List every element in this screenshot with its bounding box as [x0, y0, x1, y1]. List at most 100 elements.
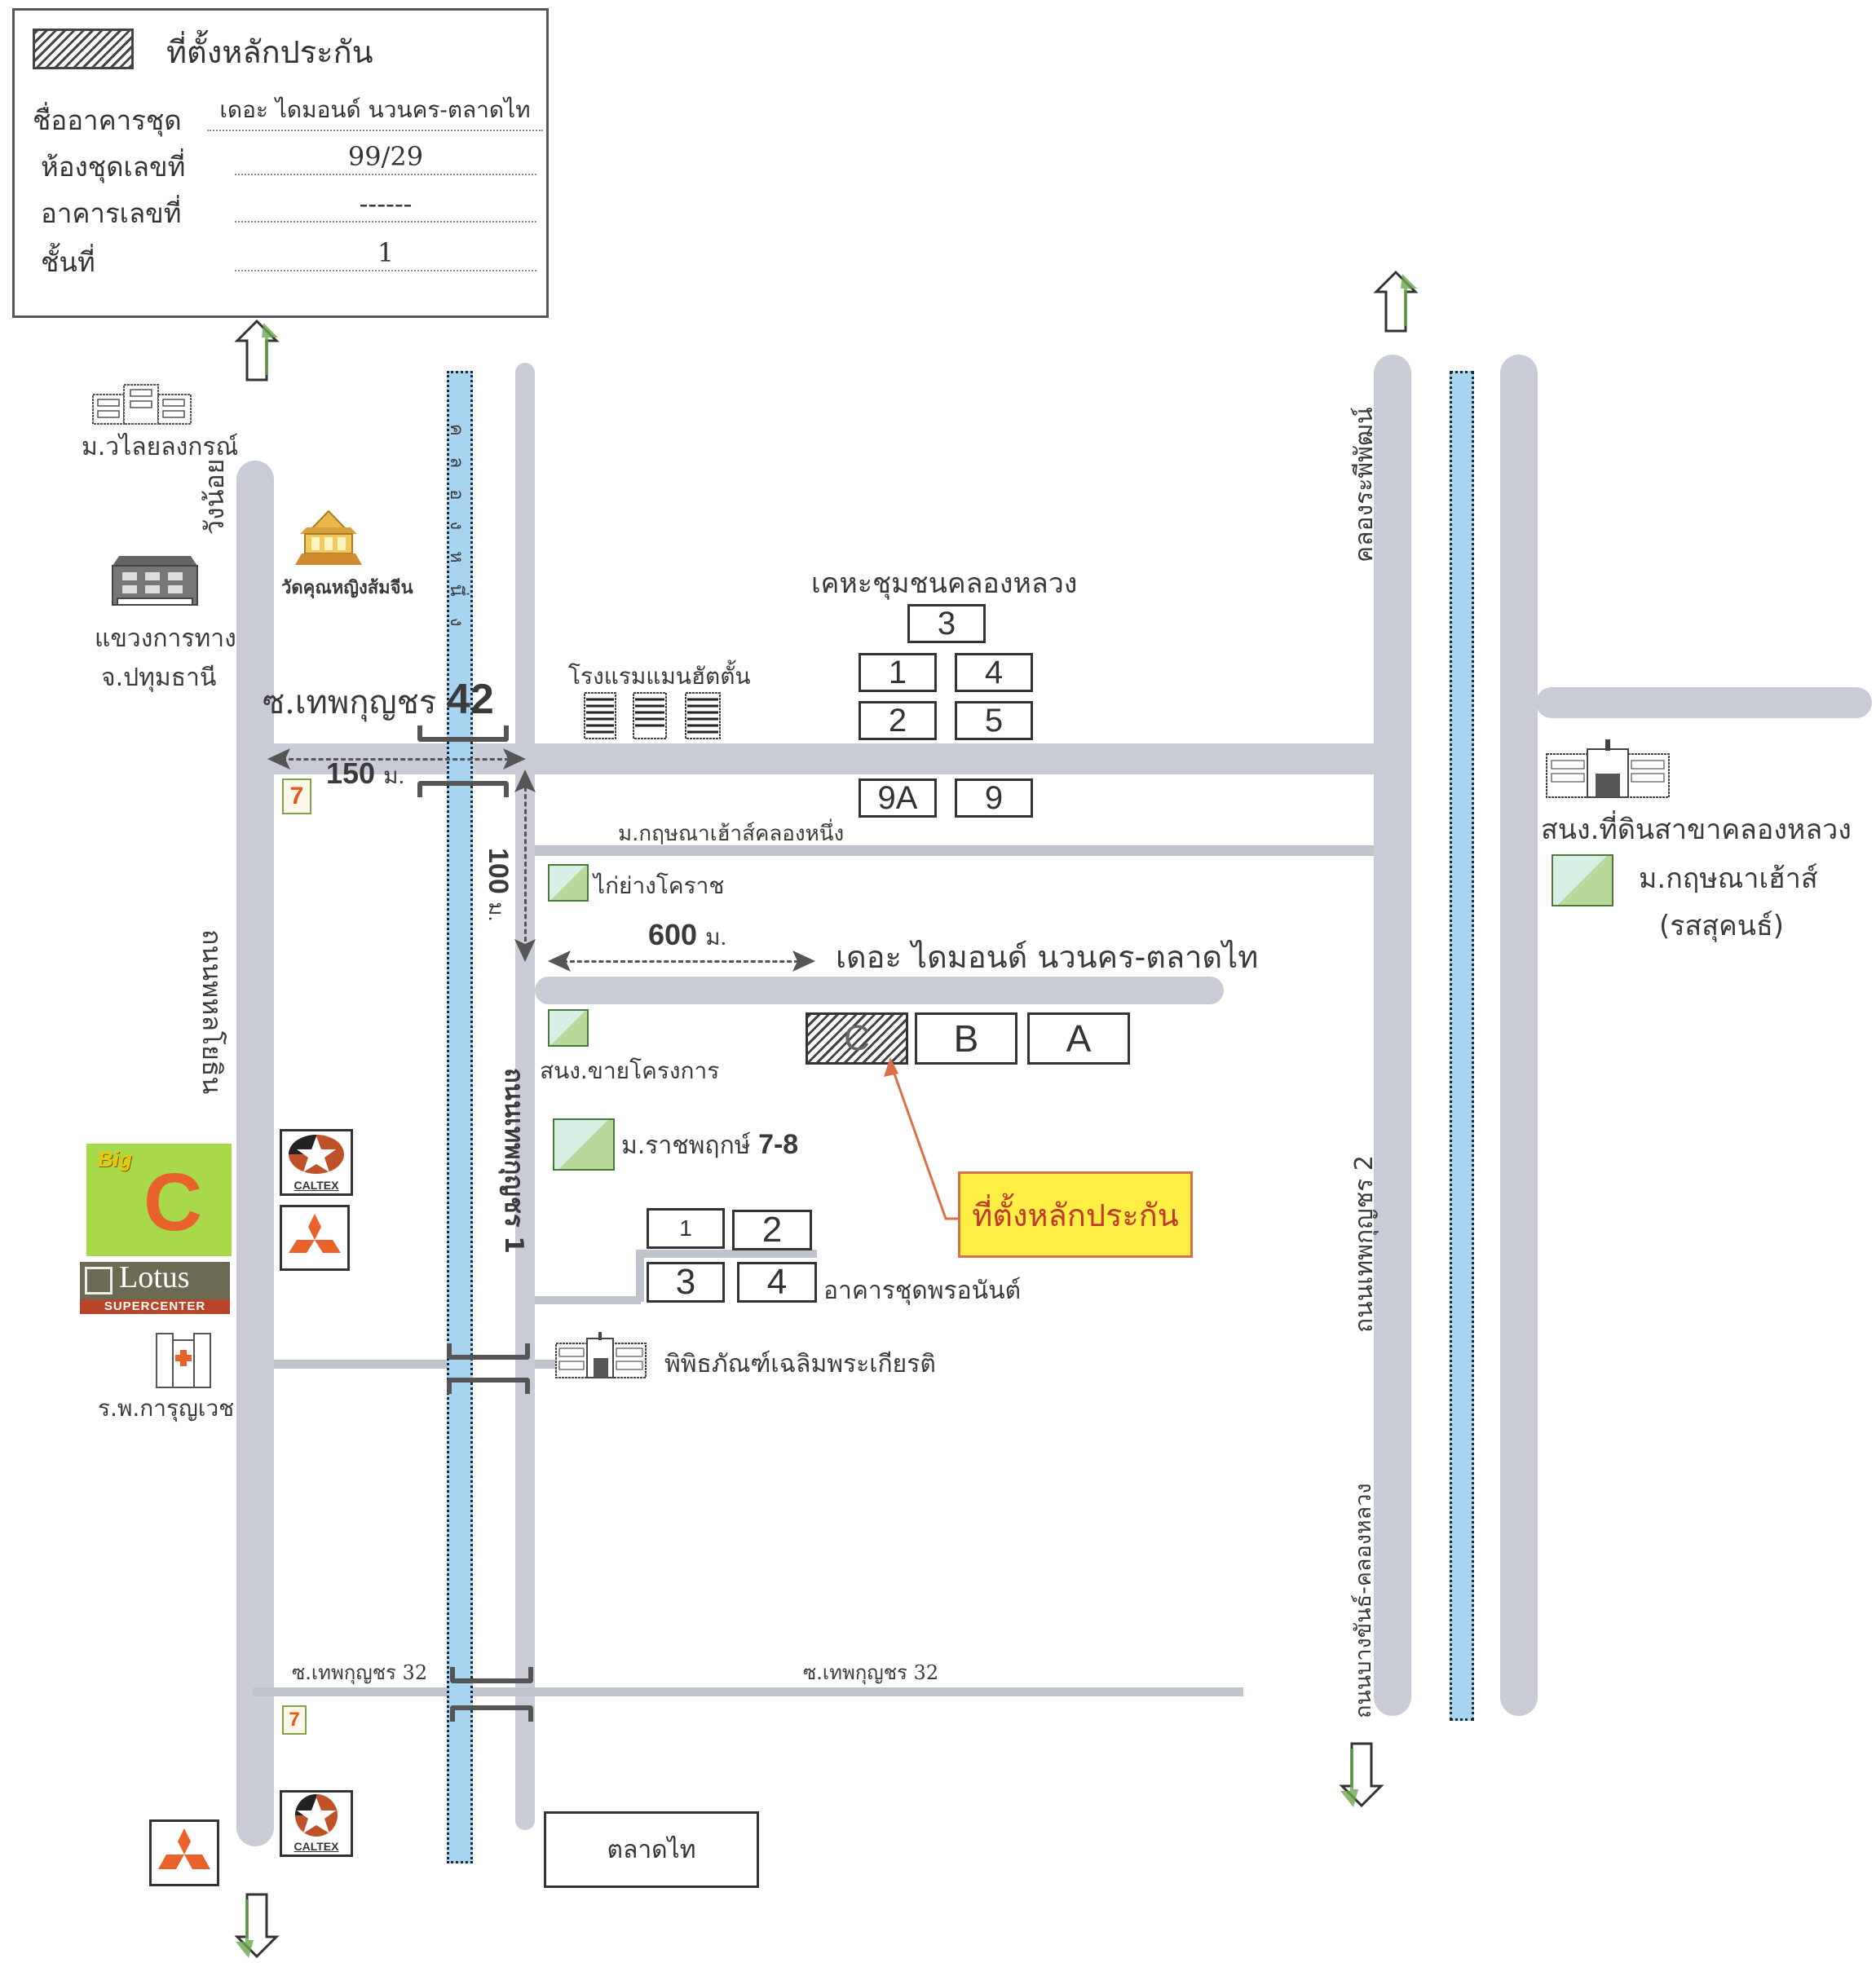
distance-100-value: 100	[483, 848, 514, 894]
label-bang-khan-khlong-luang: ถนนบางขันธ์-คลองหลวง	[1351, 1483, 1376, 1718]
distance-100-line	[524, 787, 527, 942]
bridge-soi42-north	[417, 725, 509, 742]
lotus-word: Lotus	[119, 1260, 190, 1294]
bridge-museum-south	[447, 1378, 530, 1394]
mitsubishi-logo-1	[280, 1205, 350, 1271]
south-arrow-right-icon	[1339, 1742, 1384, 1808]
label-highways-office-1: แขวงการทาง	[95, 624, 236, 653]
label-pornanan: อาคารชุดพรอนันต์	[823, 1277, 1022, 1305]
pornanan-block-4: 4	[737, 1262, 817, 1303]
label-thep-kunchon-1: ถนนเทพกุญชร 1	[499, 1068, 528, 1254]
housing-block-4: 4	[955, 653, 1033, 692]
label-land-office: สนง.ที่ดินสาขาคลองหลวง	[1541, 814, 1852, 846]
arrow-up-small-icon	[514, 770, 536, 792]
land-office-building-icon	[1546, 739, 1670, 798]
seven-eleven-glyph: 7	[289, 783, 304, 809]
caltex-text-1: CALTEX	[294, 1179, 339, 1192]
label-thep-kunchon-2: ถนนเทพกุญชร 2	[1350, 1155, 1379, 1333]
road-bang-khan-khlong-luang	[1374, 355, 1411, 1716]
housing-block-9: 9	[955, 778, 1033, 818]
north-arrow-icon	[234, 319, 280, 381]
road-pornanan-c	[636, 1250, 817, 1258]
label-museum: พิพิธภัณฑ์เฉลิมพระเกียรติ	[664, 1350, 936, 1378]
caltex-logo-2: CALTEX	[280, 1790, 353, 1857]
highways-office-icon	[112, 556, 198, 606]
label-ratchaphruek: ม.ราชพฤกษ์ 7-8	[621, 1127, 798, 1165]
road-pornanan-b	[636, 1251, 644, 1302]
canal-east	[1450, 371, 1474, 1721]
housing-block-5: 5	[955, 701, 1033, 740]
lotus-flower-icon	[85, 1267, 113, 1294]
north-arrow-right-icon	[1373, 270, 1419, 333]
arrow-right-icon	[503, 748, 526, 770]
label-kai-yang: ไก่ย่างโคราช	[594, 872, 725, 899]
project-building-c-label: C	[844, 1018, 870, 1058]
legend-value-building-no: ------	[235, 188, 536, 223]
road-pornanan-a	[535, 1296, 641, 1304]
label-soi-42: ซ.เทพกุญชร 42	[263, 675, 494, 728]
housing-block-3: 3	[907, 604, 986, 643]
label-wang-noi: วังน้อย	[199, 458, 230, 535]
distance-600: 600 ม.	[648, 918, 726, 955]
distance-600-line	[563, 960, 799, 963]
pornanan-block-2: 2	[732, 1210, 812, 1250]
label-soi-32-left: ซ.เทพกุญชร 32	[292, 1661, 428, 1684]
seven-eleven-glyph-2: 7	[289, 1709, 300, 1731]
kai-yang-marker-icon	[548, 864, 589, 902]
label-hospital: ร.พ.การุญเวช	[98, 1395, 235, 1422]
road-east-spur	[1536, 687, 1872, 718]
label-talad-thai: ตลาดไท	[607, 1836, 696, 1863]
label-hotel: โรงแรมแมนฮัตตั้น	[568, 663, 751, 690]
legend-value-building-name: เดอะ ไดมอนด์ นวนคร-ตลาดไท	[207, 92, 543, 131]
road-phahonyothin	[236, 461, 274, 1846]
arrow-down-small-icon	[514, 939, 536, 962]
distance-600-value: 600	[648, 918, 698, 951]
distance-150-unit: ม.	[383, 763, 405, 788]
pornanan-block-1: 1	[647, 1208, 725, 1249]
legend-value-floor: 1	[235, 237, 536, 271]
hospital-icon	[156, 1333, 211, 1388]
label-soi-42-number: 42	[446, 676, 494, 723]
label-community-housing: เคหะชุมชนคลองหลวง	[811, 567, 1078, 600]
arrow-left-icon	[267, 748, 290, 770]
distance-150-value: 150	[326, 756, 376, 790]
project-building-c: C	[806, 1012, 908, 1065]
legend-label-building-name: ชื่ออาคารชุด	[33, 104, 182, 136]
caltex-star-icon	[289, 1135, 344, 1174]
ratchaphruek-marker-icon	[553, 1118, 615, 1171]
arrow-left-600-icon	[548, 950, 571, 972]
distance-600-unit: ม.	[705, 924, 727, 950]
label-krisana-rossukon-2: (รสสุคนธ์)	[1659, 910, 1785, 942]
legend-label-unit-no: ห้องชุดเลขที่	[41, 151, 186, 183]
bridge-soi42-south	[417, 781, 509, 797]
housing-block-2: 2	[859, 701, 937, 740]
label-phahonyothin: ถนนพหลโยธิน	[196, 929, 227, 1095]
south-arrow-icon	[234, 1893, 280, 1959]
big-c-letter: C	[143, 1157, 203, 1248]
label-krisana-rossukon-1: ม.กฤษณาเฮ้าส์	[1639, 862, 1818, 895]
bridge-museum-north	[447, 1343, 530, 1360]
bridge-soi32-south	[450, 1705, 533, 1722]
label-sales-office: สนง.ขายโครงการ	[540, 1057, 720, 1084]
hotel-building-icon	[584, 692, 721, 739]
legend-box: ที่ตั้งหลักประกัน ชื่ออาคารชุด เดอะ ไดมอ…	[12, 8, 549, 318]
legend-label-floor: ชั้นที่	[41, 246, 95, 278]
project-building-b: B	[915, 1012, 1017, 1065]
label-highways-office-2: จ.ปทุมธานี	[101, 664, 217, 692]
mitsubishi-diamonds-icon	[289, 1214, 341, 1253]
road-project	[535, 977, 1224, 1004]
legend-value-unit-no: 99/29	[235, 141, 536, 175]
label-soi-32-right: ซ.เทพกุญชร 32	[803, 1661, 939, 1684]
road-krisana-house	[535, 845, 1387, 856]
big-c-word: Big	[98, 1147, 132, 1171]
legend-title: ที่ตั้งหลักประกัน	[166, 34, 373, 70]
callout-pointer-line	[884, 1057, 962, 1220]
mitsubishi-logo-2	[149, 1819, 219, 1886]
road-soi-32	[253, 1687, 1243, 1696]
road-east-2	[1500, 355, 1538, 1716]
seven-eleven-logo-bottom: 7	[282, 1705, 307, 1735]
big-c-logo: Big C	[86, 1144, 232, 1256]
label-krisana-house-road: ม.กฤษณาเฮ้าส์คลองหนึ่ง	[618, 822, 845, 846]
bridge-soi32-north	[450, 1667, 533, 1683]
pornanan-block-3: 3	[647, 1262, 725, 1303]
